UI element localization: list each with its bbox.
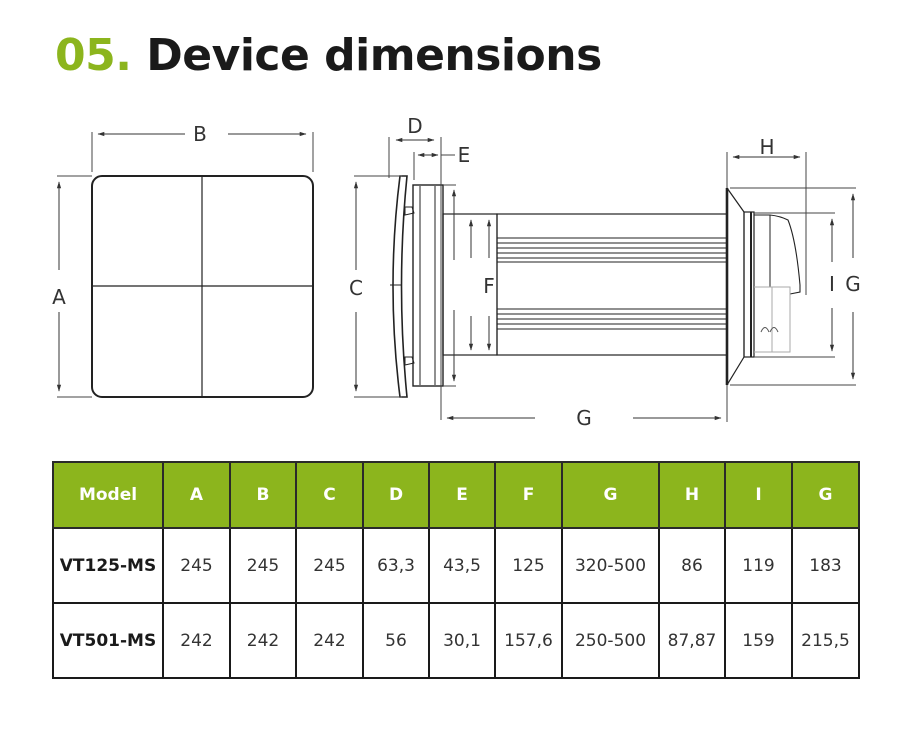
device-drawing: B A	[52, 114, 861, 430]
duct-ribs	[497, 237, 727, 330]
dimension-label-h: H	[759, 135, 774, 159]
cell-d: 63,3	[362, 527, 430, 604]
dimension-label-g-length: G	[576, 406, 592, 430]
header-model: Model	[52, 461, 164, 529]
section-title: Device dimensions	[146, 30, 602, 81]
dimension-label-b: B	[193, 122, 207, 146]
header-e: E	[428, 461, 496, 529]
cell-g-outer: 215,5	[791, 602, 860, 679]
duct-body	[496, 213, 728, 356]
mounting-plate	[412, 184, 444, 387]
header-i: I	[724, 461, 793, 529]
table-header-row: Model A B C D E F G H I G	[52, 461, 860, 529]
cell-e: 43,5	[428, 527, 496, 604]
dimension-label-i: I	[829, 272, 835, 296]
header-d: D	[362, 461, 430, 529]
dimensions-table: Model A B C D E F G H I G VT125-MS 245 2…	[52, 461, 860, 679]
cell-h: 86	[658, 527, 726, 604]
dimension-label-g-outer: G	[845, 272, 861, 296]
header-c: C	[295, 461, 364, 529]
dimension-label-a: A	[52, 285, 66, 309]
header-h: H	[658, 461, 726, 529]
side-view	[353, 137, 856, 422]
header-b: B	[229, 461, 297, 529]
cell-b: 242	[229, 602, 297, 679]
cell-model: VT501-MS	[52, 602, 164, 679]
dimension-label-c: C	[349, 276, 363, 300]
cell-c: 242	[295, 602, 364, 679]
cell-d: 56	[362, 602, 430, 679]
cell-g: 320-500	[561, 527, 660, 604]
outer-hood-cap	[754, 214, 801, 295]
front-view	[56, 131, 314, 398]
outer-hood-cone	[726, 187, 745, 386]
header-f: F	[494, 461, 563, 529]
cell-c: 245	[295, 527, 364, 604]
cell-a: 242	[162, 602, 231, 679]
table-row: VT501-MS 242 242 242 56 30,1 157,6 250-5…	[52, 602, 860, 679]
cell-f: 125	[494, 527, 563, 604]
side-front-panel	[392, 175, 408, 398]
cell-i: 119	[724, 527, 793, 604]
cell-f: 157,6	[494, 602, 563, 679]
dimension-label-f: F	[483, 274, 495, 298]
header-g-outer: G	[791, 461, 860, 529]
cell-model: VT125-MS	[52, 527, 164, 604]
cell-g: 250-500	[561, 602, 660, 679]
cell-e: 30,1	[428, 602, 496, 679]
table-row: VT125-MS 245 245 245 63,3 43,5 125 320-5…	[52, 527, 860, 604]
header-g: G	[561, 461, 660, 529]
cell-g-outer: 183	[791, 527, 860, 604]
cell-i: 159	[724, 602, 793, 679]
cell-b: 245	[229, 527, 297, 604]
section-number: 05.	[55, 30, 132, 81]
page-title: 05. Device dimensions	[55, 28, 602, 84]
header-a: A	[162, 461, 231, 529]
cell-h: 87,87	[658, 602, 726, 679]
dimension-label-e: E	[458, 143, 471, 167]
dimension-label-d: D	[407, 114, 422, 138]
cell-a: 245	[162, 527, 231, 604]
